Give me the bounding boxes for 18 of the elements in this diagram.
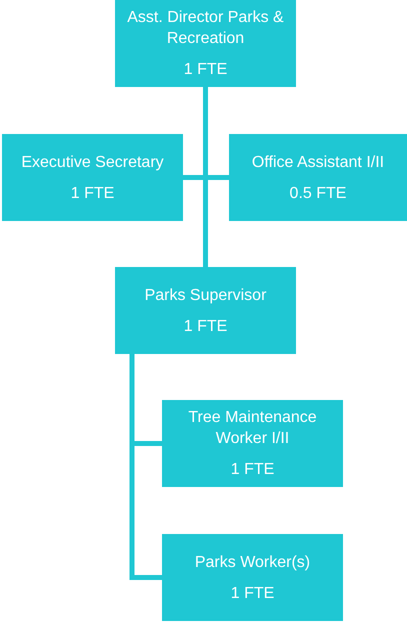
position-title: Parks Supervisor: [144, 286, 266, 306]
position-box: [162, 534, 343, 621]
fte-count: 1 FTE: [184, 316, 228, 336]
fte-count: 1 FTE: [184, 60, 228, 80]
position-title: Office Assistant I/II: [252, 152, 384, 172]
fte-count: 1 FTE: [230, 584, 274, 604]
position-box: [229, 134, 407, 221]
position-box: [115, 0, 296, 87]
fte-count: 0.5 FTE: [290, 184, 346, 204]
fte-count: 1 FTE: [70, 184, 114, 204]
position-title: Executive Secretary: [21, 152, 164, 172]
position-box: [2, 134, 183, 221]
position-box: [115, 267, 296, 354]
fte-count: 1 FTE: [230, 460, 274, 480]
position-title: Tree Maintenance Worker I/II: [187, 408, 318, 449]
position-title: Asst. Director Parks & Recreation: [126, 8, 285, 49]
position-title: Parks Worker(s): [194, 552, 310, 572]
position-box: [162, 400, 343, 487]
